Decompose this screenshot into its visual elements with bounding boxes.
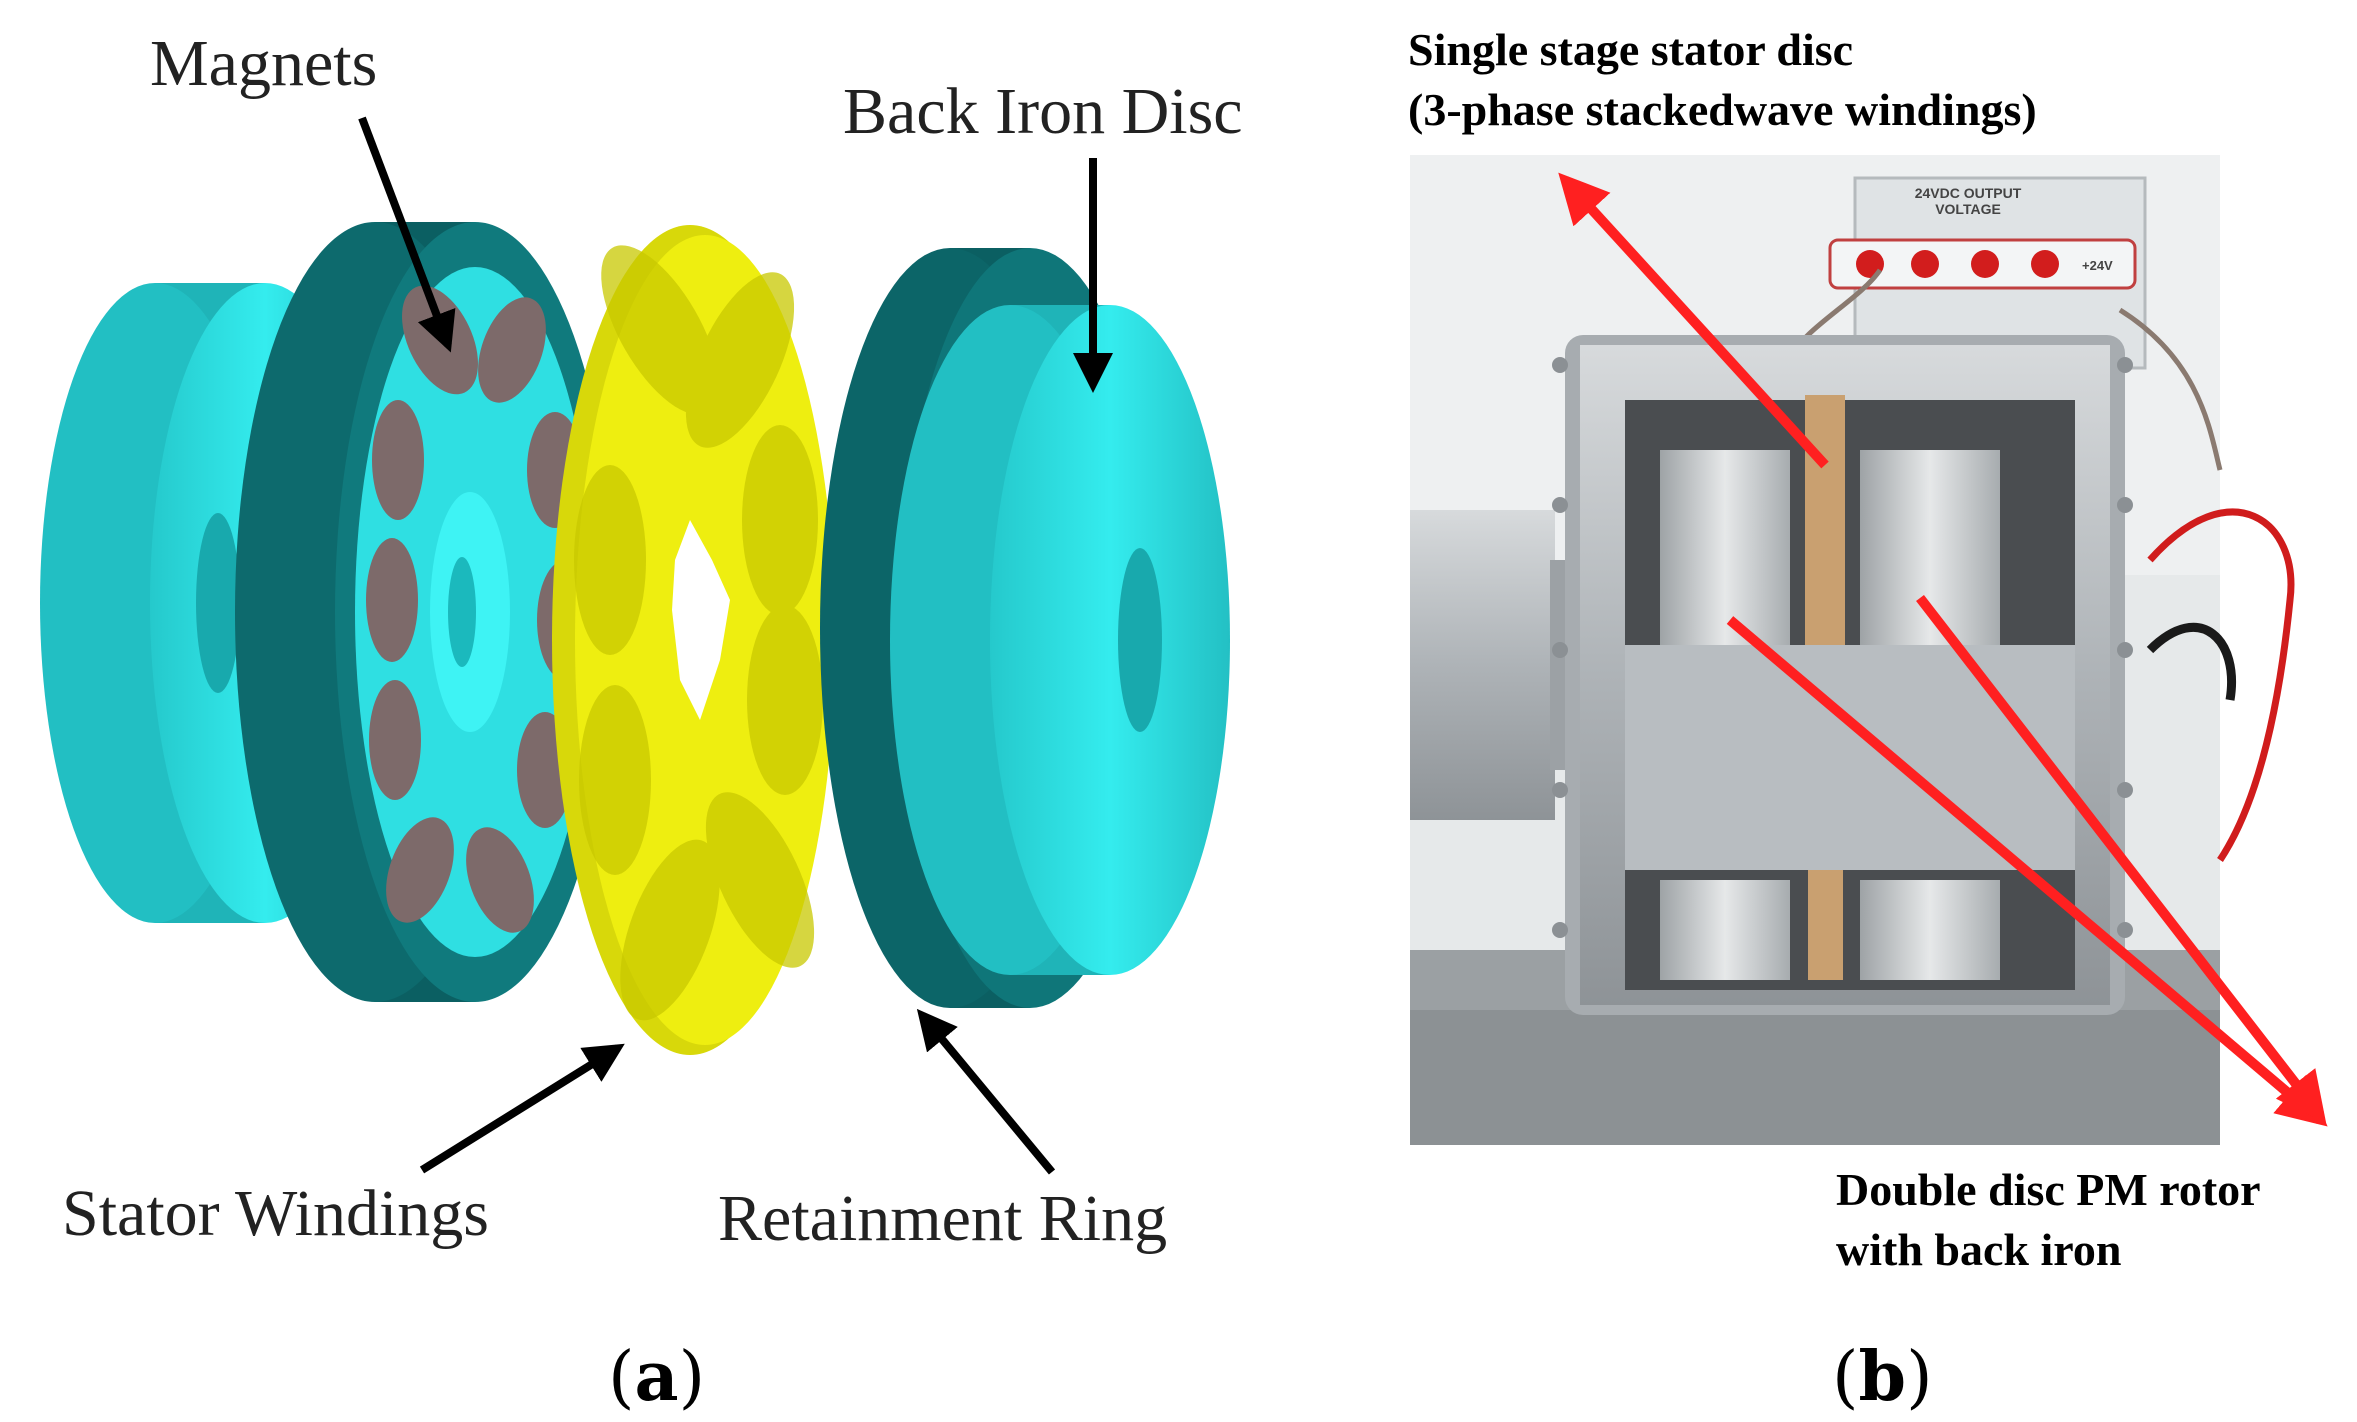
terminal-4 [2031,250,2059,278]
terminal-label: +24V [2082,258,2113,273]
output-voltage-label-line2: VOLTAGE [1935,201,2001,217]
red-arrow-rotor-right [1916,594,2327,1123]
caption-b: (b) [1832,1337,1933,1417]
right-back-iron-disc [890,305,1230,975]
wire-grey-2 [2118,307,2223,471]
label-rotor-line2: with back iron [1836,1224,2121,1275]
arrow-retainment-ring [916,1008,1056,1175]
motor-shaft-housing [1410,510,1555,820]
label-stator-windings: Stator Windings [62,1177,489,1250]
caption-a: (a) [608,1337,705,1417]
stator-winding-disc [552,225,835,1055]
terminal-2 [1911,250,1939,278]
label-stator-line1: Single stage stator disc [1408,24,1853,75]
terminal-3 [1971,250,1999,278]
label-back-iron-disc: Back Iron Disc [843,75,1243,148]
label-magnets: Magnets [150,27,377,100]
red-arrow-stator [1558,172,1829,469]
axial-flux-machine-housing [1552,335,2133,1015]
magnet-rotor [235,222,615,1002]
arrow-stator-windings [419,1043,625,1174]
rotor-disc-right [1860,450,2000,655]
stator-disc [1805,395,1845,665]
panel-b-photo: 24VDC OUTPUT VOLTAGE +24V [1408,24,2328,1417]
arrow-magnets [358,116,456,353]
panel-a-diagram: Magnets Back Iron Disc Stator Windings R… [40,27,1243,1417]
rotor-disc-left [1660,450,1790,655]
wire-red [2147,508,2295,862]
label-rotor-line1: Double disc PM rotor [1836,1164,2261,1215]
red-arrow-rotor-left [1726,616,2328,1127]
label-stator-line2: (3-phase stackedwave windings) [1408,84,2037,135]
wire-black [2146,623,2236,701]
output-voltage-label-line1: 24VDC OUTPUT [1915,185,2022,201]
label-retainment-ring: Retainment Ring [718,1182,1167,1255]
